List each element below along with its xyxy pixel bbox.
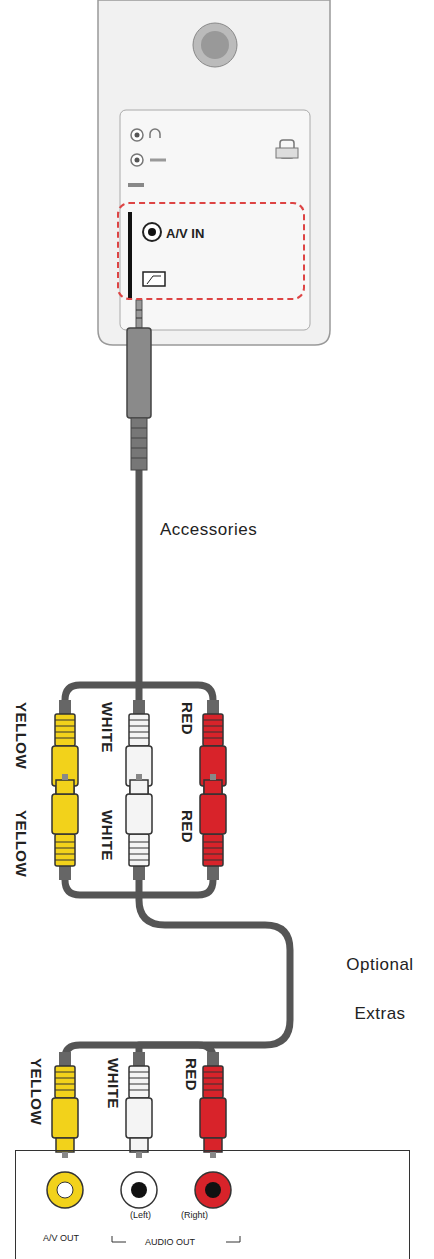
plug-color-label: YELLOW	[13, 810, 30, 877]
port-label: AUDIO OUT	[145, 1237, 195, 1247]
plug-color-label: WHITE	[105, 1058, 122, 1109]
av-cable	[139, 300, 290, 1150]
port-label: (Left)	[130, 1210, 151, 1220]
plug-color-label: RED	[179, 702, 196, 735]
plug-color-label: RED	[183, 1058, 200, 1091]
av-in-panel: A/V IN	[117, 202, 305, 300]
cable-label: Accessories	[160, 520, 257, 540]
plug-color-label: WHITE	[99, 702, 116, 753]
plug-color-label: RED	[179, 810, 196, 843]
port-label: (Right)	[181, 1210, 208, 1220]
cable-label: Optional Extras	[345, 940, 415, 1039]
source-device: A/V OUT (Left) (Right) AUDIO OUT	[15, 1150, 410, 1259]
port-label: A/V IN	[166, 226, 204, 241]
plug-color-label: WHITE	[99, 810, 116, 861]
port-label: A/V OUT	[43, 1233, 79, 1243]
plug-color-label: YELLOW	[28, 1058, 45, 1125]
plug-color-label: YELLOW	[13, 702, 30, 769]
